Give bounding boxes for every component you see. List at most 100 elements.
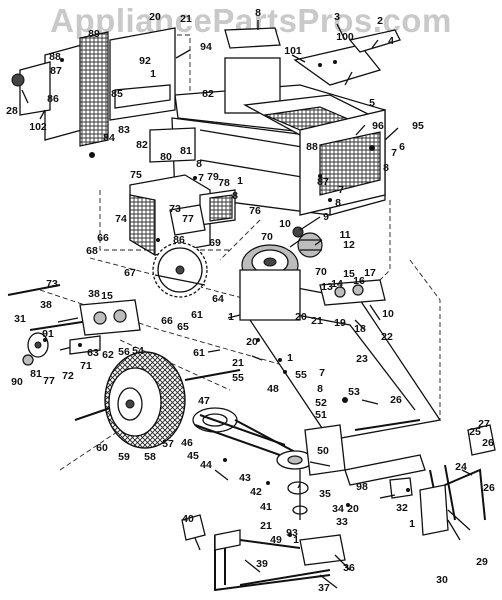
callout-61b: 61 <box>193 347 205 359</box>
callout-47: 47 <box>198 395 210 407</box>
callout-82: 82 <box>136 139 148 151</box>
leader-lines <box>21 20 473 589</box>
callout-7: 7 <box>391 147 397 159</box>
callout-81: 81 <box>180 145 192 157</box>
callout-54: 54 <box>132 345 144 357</box>
callout-36: 36 <box>343 562 355 574</box>
callout-73: 73 <box>169 203 181 215</box>
callout-26b: 26 <box>482 437 494 449</box>
front-axle-assembly <box>7 284 141 366</box>
fasteners <box>43 58 410 537</box>
callout-21b: 21 <box>311 315 323 327</box>
callout-30: 30 <box>436 574 448 586</box>
headlight-knob <box>11 73 25 87</box>
left-grille-panel <box>11 27 196 163</box>
callout-88: 88 <box>49 51 61 63</box>
callout-34: 34 <box>332 503 344 515</box>
callout-63: 63 <box>87 347 99 359</box>
callout-98: 98 <box>356 481 368 493</box>
callout-56: 56 <box>118 346 130 358</box>
hood-panel <box>293 44 382 86</box>
callout-83: 83 <box>118 124 130 136</box>
callout-7b: 7 <box>338 184 344 196</box>
callout-28: 28 <box>6 105 18 117</box>
callout-1d: 1 <box>287 352 293 364</box>
callout-3: 3 <box>334 11 340 23</box>
callout-6: 6 <box>399 141 405 153</box>
callout-95: 95 <box>412 120 424 132</box>
drive-belt-system <box>192 407 314 520</box>
callout-96: 96 <box>372 120 384 132</box>
callout-27: 27 <box>478 418 490 430</box>
battery-box <box>129 174 236 257</box>
callout-24: 24 <box>455 461 467 473</box>
callout-68: 68 <box>86 245 98 257</box>
callout-7d: 7 <box>319 367 325 379</box>
callout-15: 15 <box>343 268 355 280</box>
drive-pulley-gear <box>152 242 208 298</box>
callout-labels: 8 20 21 89 88 87 86 92 1 94 3 2 100 4 10… <box>6 7 495 594</box>
callout-58: 58 <box>144 451 156 463</box>
callout-11: 11 <box>339 229 350 241</box>
callout-1f: 1 <box>293 534 299 546</box>
callout-8b: 8 <box>383 162 389 174</box>
callout-5: 5 <box>369 97 375 109</box>
callout-21d: 21 <box>260 520 272 532</box>
callout-66: 66 <box>97 232 109 244</box>
callout-55b: 55 <box>295 369 307 381</box>
callout-93: 93 <box>286 527 298 539</box>
callout-7c: 7 <box>198 172 204 184</box>
front-wheel <box>74 351 241 449</box>
callout-75: 75 <box>130 169 142 181</box>
callout-92: 92 <box>139 55 151 67</box>
callout-8f: 8 <box>317 383 323 395</box>
callout-1b: 1 <box>237 175 243 187</box>
callout-37: 37 <box>318 582 330 594</box>
callout-4: 4 <box>388 35 394 47</box>
callout-13: 13 <box>321 281 333 293</box>
callout-43: 43 <box>239 472 251 484</box>
callout-9: 9 <box>323 211 329 223</box>
callout-91: 91 <box>42 328 54 340</box>
callout-81b: 81 <box>30 368 42 380</box>
callout-8d: 8 <box>196 158 202 170</box>
pedal-linkage <box>304 419 496 541</box>
callout-32: 32 <box>396 502 408 514</box>
callout-26c: 26 <box>483 482 495 494</box>
callout-50: 50 <box>317 445 329 457</box>
callout-40: 40 <box>182 513 194 525</box>
callout-84: 84 <box>103 132 115 144</box>
callout-1: 1 <box>150 68 156 80</box>
clutch-pedal <box>181 514 206 541</box>
callout-16: 16 <box>353 275 365 287</box>
callout-18: 18 <box>354 323 366 335</box>
callout-22: 22 <box>381 331 393 343</box>
callout-20c: 20 <box>246 336 258 348</box>
callout-42: 42 <box>250 486 262 498</box>
callout-90: 90 <box>11 376 23 388</box>
callout-15b: 15 <box>101 290 113 302</box>
callout-82b: 82 <box>202 88 214 100</box>
callout-76: 76 <box>249 205 261 217</box>
callout-88b: 88 <box>306 141 318 153</box>
callout-71: 71 <box>80 360 92 372</box>
callout-85: 85 <box>111 88 123 100</box>
callout-46: 46 <box>181 437 193 449</box>
callout-64: 64 <box>212 293 224 305</box>
callout-45: 45 <box>187 450 199 462</box>
engine-mount <box>239 269 301 321</box>
callout-70: 70 <box>261 231 273 243</box>
callout-14: 14 <box>331 278 343 290</box>
callout-39: 39 <box>256 558 268 570</box>
callout-20: 20 <box>149 11 161 23</box>
brake-pedal <box>467 424 496 456</box>
callout-79: 79 <box>207 171 219 183</box>
callout-53: 53 <box>348 386 360 398</box>
callout-55: 55 <box>232 372 244 384</box>
callout-48: 48 <box>267 383 279 395</box>
callout-29: 29 <box>476 556 488 568</box>
callout-21: 21 <box>180 13 192 25</box>
callout-66b: 66 <box>161 315 173 327</box>
callout-8: 8 <box>255 7 261 19</box>
